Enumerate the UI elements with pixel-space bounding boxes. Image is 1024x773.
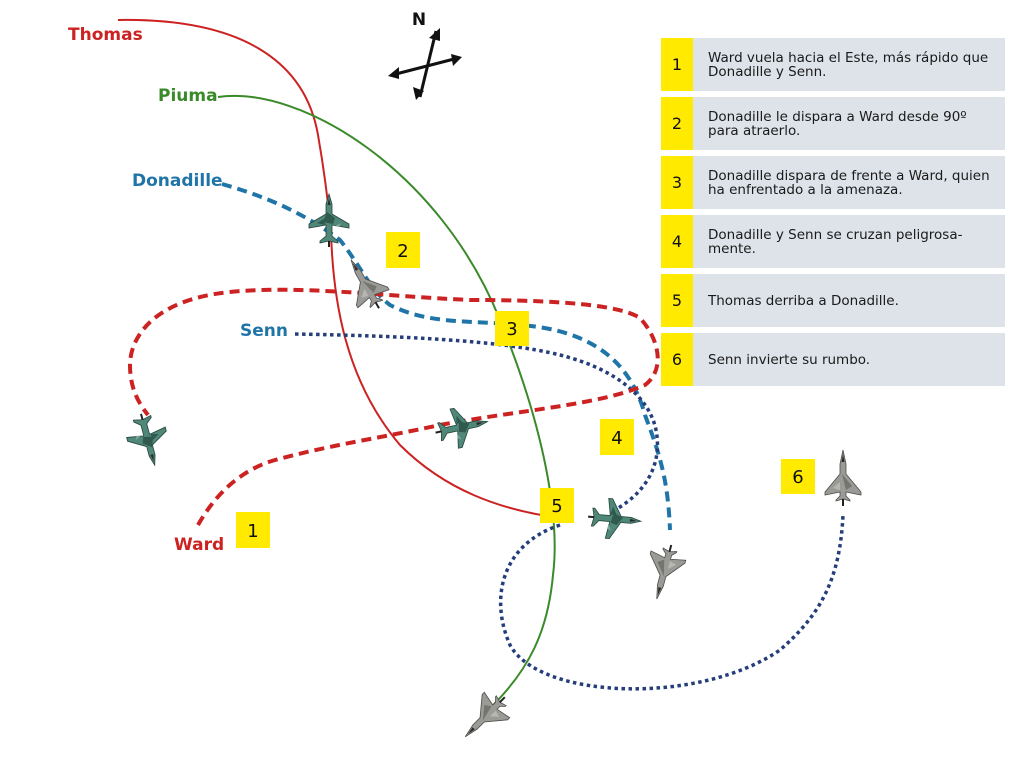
legend-text: Thomas derriba a Donadille. xyxy=(708,292,899,309)
senn-return-path xyxy=(498,514,845,691)
svg-text:6: 6 xyxy=(792,467,803,488)
label-piuma: Piuma xyxy=(158,86,218,106)
camo-jet-icon xyxy=(120,407,176,472)
label-ward: Ward xyxy=(174,535,224,555)
donadille-flight-path xyxy=(221,182,672,531)
legend-item: 1 Ward vuela hacia el Este, más rápido q… xyxy=(661,38,1005,91)
legend-text: Senn invierte su rumbo. xyxy=(708,351,871,368)
legend-number: 1 xyxy=(661,38,693,91)
marker-3: 3 xyxy=(495,311,529,346)
label-thomas: Thomas xyxy=(68,25,143,45)
svg-text:1: 1 xyxy=(247,521,258,542)
grey-jet-icon xyxy=(638,539,690,605)
grey-jet-icon xyxy=(451,683,519,751)
compass-icon: N xyxy=(388,10,462,100)
legend-text: Donadille le dispara a Ward desde 90º pa… xyxy=(708,108,967,139)
legend-item: 4 Donadille y Senn se cruzan peligrosa-m… xyxy=(661,215,1005,268)
legend-item: 6 Senn invierte su rumbo. xyxy=(661,333,1005,386)
label-donadille: Donadille xyxy=(132,171,223,191)
senn-flight-path xyxy=(294,332,660,512)
legend-item: 3 Donadille dispara de frente a Ward, qu… xyxy=(661,156,1005,209)
marker-5: 5 xyxy=(540,488,574,523)
svg-text:2: 2 xyxy=(397,241,408,262)
camo-jet-icon xyxy=(585,495,644,543)
compass-north-label: N xyxy=(412,10,426,30)
legend-item: 5 Thomas derriba a Donadille. xyxy=(661,274,1005,327)
camo-jet-icon xyxy=(308,193,350,248)
ward-flight-path xyxy=(127,287,660,526)
marker-1: 1 xyxy=(236,512,270,548)
legend-number: 2 xyxy=(661,97,693,150)
camo-jet-icon xyxy=(430,401,493,454)
legend-text: Donadille y Senn se cruzan peligrosa-men… xyxy=(708,226,963,257)
legend-number: 3 xyxy=(661,156,693,209)
legend-text: Donadille dispara de frente a Ward, quie… xyxy=(708,167,990,198)
legend-number: 4 xyxy=(661,215,693,268)
marker-4: 4 xyxy=(600,419,634,455)
svg-text:5: 5 xyxy=(551,496,562,517)
legend-number: 5 xyxy=(661,274,693,327)
grey-jet-icon xyxy=(824,449,862,507)
label-senn: Senn xyxy=(240,321,288,341)
marker-2: 2 xyxy=(386,232,420,268)
svg-text:3: 3 xyxy=(506,319,517,340)
legend-number: 6 xyxy=(661,333,693,386)
legend-item: 2 Donadille le dispara a Ward desde 90º … xyxy=(661,97,1005,150)
legend-text: Ward vuela hacia el Este, más rápido que… xyxy=(708,49,989,80)
piuma-flight-path xyxy=(217,94,556,711)
marker-6: 6 xyxy=(781,459,815,494)
svg-text:4: 4 xyxy=(611,428,622,449)
grey-jet-icon xyxy=(334,249,396,319)
